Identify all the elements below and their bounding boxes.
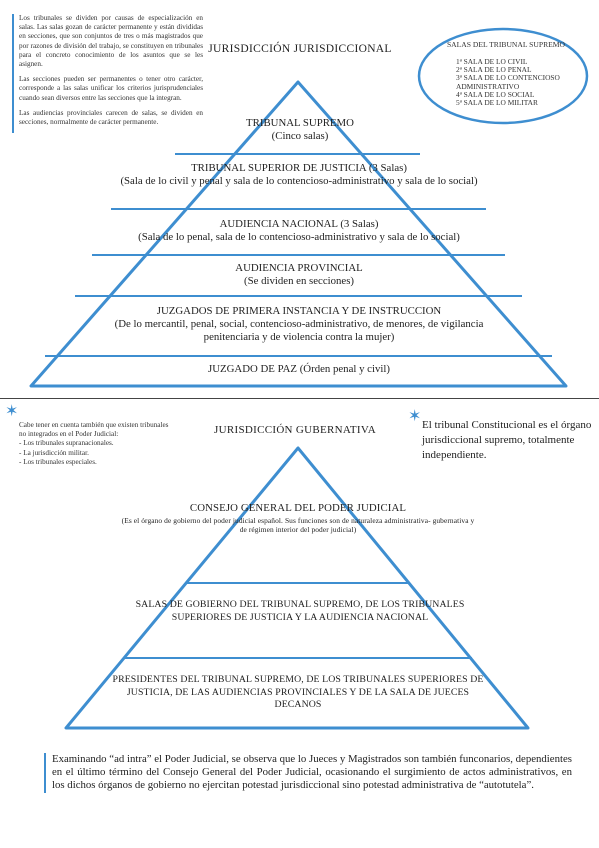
tier-title: TRIBUNAL SUPERIOR DE JUSTICIA (3 Salas) [191, 162, 407, 174]
list-item: 4ª SALA DE LO SOCIAL [456, 89, 535, 99]
tier-title: PRESIDENTES DEL TRIBUNAL SUPREMO, DE LOS… [112, 674, 484, 710]
note-paragraph-2: Las secciones pueden ser permanentes o t… [19, 75, 203, 102]
tier-title: CONSEJO GENERAL DEL PODER JUDICIAL [189, 502, 407, 514]
section-divider [0, 398, 599, 399]
tier-sub: (Se dividen en secciones) [243, 275, 355, 287]
top-left-note: Los tribunales se dividen por causas de … [12, 14, 203, 134]
pyramid-gubernativa [64, 446, 530, 730]
list-item: 3ª SALA DE LO CONTENCIOSO ADMINISTRATIVO [456, 73, 560, 91]
note-paragraph-3: Las audiencias provinciales carecen de s… [19, 108, 203, 127]
list-item: - Los tribunales especiales. [19, 457, 97, 466]
side-note: Cabe tener en cuenta también que existen… [19, 421, 171, 467]
list-item: - Los tribunales supranacionales. [19, 439, 114, 448]
tier-consejo-general: CONSEJO GENERAL DEL PODER JUDICIAL (Es e… [120, 502, 476, 535]
note-paragraph-1: Los tribunales se dividen por causas de … [19, 14, 203, 69]
salas-list: 1ª SALA DE LO CIVIL 2ª SALA DE LO PENAL … [456, 57, 581, 108]
tier-audiencia-provincial: AUDIENCIA PROVINCIAL (Se dividen en secc… [150, 262, 448, 288]
tier-tribunal-supremo: TRIBUNAL SUPREMO (Cinco salas) [200, 117, 400, 143]
tier-salas-gobierno: SALAS DE GOBIERNO DEL TRIBUNAL SUPREMO, … [120, 599, 480, 624]
tier-sub: (Es el órgano de gobierno del poder judi… [121, 515, 475, 535]
tier-title: JUZGADO DE PAZ (Órden penal y civil) [208, 363, 390, 375]
tier-audiencia-nacional: AUDIENCIA NACIONAL (3 Salas) (Sala de lo… [100, 218, 498, 244]
list-item: 5ª SALA DE LO MILITAR [456, 98, 538, 108]
tier-tribunal-superior: TRIBUNAL SUPERIOR DE JUSTICIA (3 Salas) … [110, 162, 488, 188]
salas-title: SALAS DEL TRIBUNAL SUPREMO [446, 40, 566, 49]
tier-sub: (Sala de lo penal, sala de lo contencios… [138, 231, 460, 243]
gubernativa-title: JURISDICCIÓN GUBERNATIVA [214, 424, 376, 436]
side-note-intro: Cabe tener en cuenta también que existen… [19, 421, 169, 439]
tier-presidentes: PRESIDENTES DEL TRIBUNAL SUPREMO, DE LOS… [112, 674, 484, 712]
constitucional-note: El tribunal Constitucional es el órgano … [422, 419, 592, 461]
tier-title: SALAS DE GOBIERNO DEL TRIBUNAL SUPREMO, … [135, 599, 465, 623]
tier-sub: (Cinco salas) [271, 130, 329, 142]
list-item: 2ª SALA DE LO PENAL [456, 65, 532, 75]
tier-juzgados-primera-instancia: JUZGADOS DE PRIMERA INSTANCIA Y DE INSTR… [100, 305, 498, 344]
tier-title: AUDIENCIA NACIONAL (3 Salas) [219, 218, 379, 230]
list-item: - La jurisdicción militar. [19, 448, 89, 457]
pyramid-jurisdiccional [29, 80, 568, 388]
star-icon: ✶ [5, 403, 19, 420]
jurisdiccional-title: JURISDICCIÓN JURISDICCIONAL [208, 43, 392, 55]
final-note: Examinando “ad intra” el Poder Judicial,… [44, 753, 572, 793]
list-item: 1ª SALA DE LO CIVIL [456, 57, 528, 66]
tier-title: TRIBUNAL SUPREMO [246, 117, 354, 129]
tier-title: AUDIENCIA PROVINCIAL [235, 262, 363, 274]
tier-sub: (Sala de lo civil y penal y sala de lo c… [120, 175, 478, 187]
side-note-list: - Los tribunales supranacionales. - La j… [19, 439, 171, 467]
tier-sub: (De lo mercantil, penal, social, contenc… [114, 318, 484, 343]
salas-ellipse [417, 27, 589, 125]
tier-title: JUZGADOS DE PRIMERA INSTANCIA Y DE INSTR… [156, 305, 442, 317]
tier-juzgado-paz: JUZGADO DE PAZ (Órden penal y civil) [150, 363, 448, 376]
star-icon: ✶ [408, 408, 422, 425]
